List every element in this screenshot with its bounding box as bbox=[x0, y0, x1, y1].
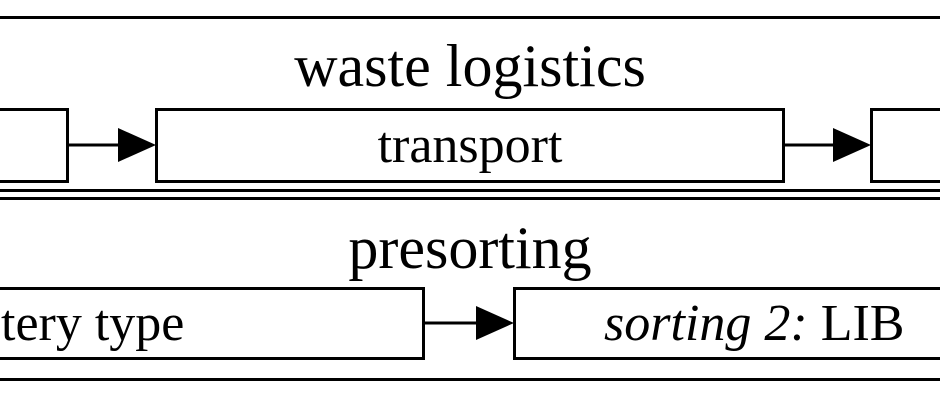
step-box-right bbox=[870, 108, 940, 183]
battery-type-box: tery type bbox=[0, 287, 425, 360]
arrow-right-icon bbox=[68, 128, 156, 162]
step-box-left bbox=[0, 108, 69, 183]
battery-type-label: tery type bbox=[1, 294, 185, 352]
bottom-divider bbox=[0, 378, 940, 381]
sorting-2-italic: sorting 2: bbox=[604, 294, 808, 352]
transport-label: transport bbox=[377, 116, 563, 174]
arrow-right-icon bbox=[784, 128, 871, 162]
arrow-right-icon bbox=[424, 306, 514, 340]
presorting-title: presorting bbox=[348, 215, 592, 281]
transport-box: transport bbox=[155, 108, 785, 183]
sorting-2-label: sorting 2: LIB bbox=[604, 294, 905, 352]
waste-logistics-group bbox=[0, 16, 940, 192]
sorting-2-rest: LIB bbox=[807, 294, 905, 352]
sorting-2-box: sorting 2: LIB bbox=[513, 287, 940, 360]
waste-logistics-title: waste logistics bbox=[294, 33, 646, 99]
